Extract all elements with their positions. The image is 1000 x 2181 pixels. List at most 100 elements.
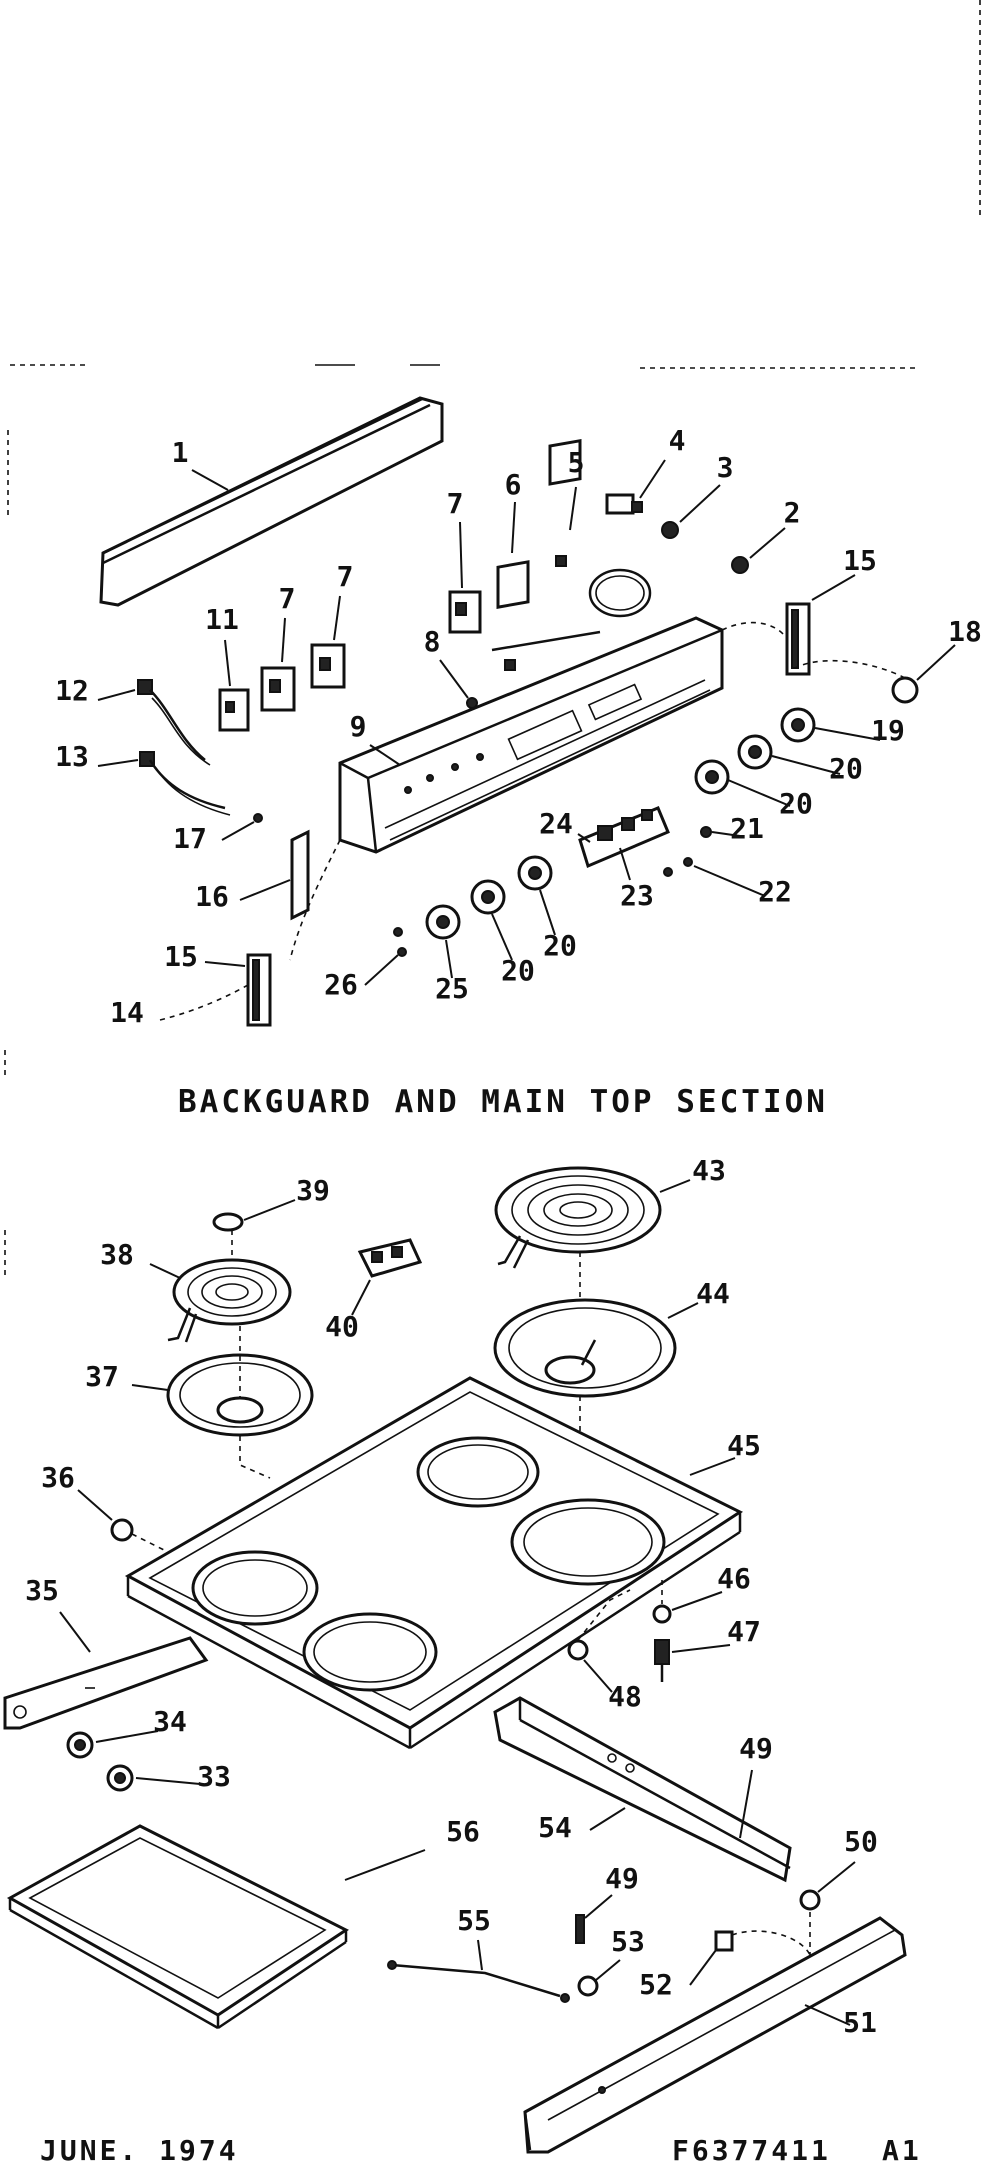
part-7-switch-a: [448, 521, 482, 634]
part-3-nut: [661, 484, 721, 539]
callout-c40: 40: [325, 1310, 359, 1343]
callout-c15a: 15: [843, 544, 877, 577]
part-39-cap: [212, 1199, 296, 1232]
callout-c33: 33: [197, 1760, 231, 1793]
part-13-wire: [97, 751, 231, 816]
part-48-nut: [567, 1589, 631, 1693]
part-52-clip: [689, 1930, 811, 1986]
part-16-side-bracket: [239, 829, 310, 921]
callout-c56: 56: [446, 1815, 480, 1848]
part-44-large-drip-pan: [493, 1298, 699, 1540]
part-7-switch-b: [310, 595, 346, 689]
callout-c47: 47: [727, 1615, 761, 1648]
callout-c2: 2: [784, 496, 801, 529]
part-18-clip: [794, 644, 956, 704]
callout-c7c: 7: [279, 582, 296, 615]
callout-c53: 53: [611, 1925, 645, 1958]
callout-c6: 6: [505, 468, 522, 501]
part-20-knob-b: [694, 759, 791, 807]
part-20-knob-c: [517, 855, 556, 936]
callout-c49a: 49: [739, 1732, 773, 1765]
part-36-screw: [77, 1489, 169, 1553]
part-53-nut: [577, 1959, 621, 1997]
part-56-cover: [6, 1824, 426, 2030]
part-45-main-top: [124, 1376, 744, 1750]
part-7-switch-c: [260, 617, 296, 712]
part-21-screw: [700, 826, 741, 838]
part-26-screw: [364, 927, 407, 986]
callout-c23: 23: [620, 879, 654, 912]
part-19-knob: [780, 707, 881, 743]
part-40-terminal-block: [351, 1238, 423, 1316]
callout-c54: 54: [538, 1811, 572, 1844]
part-49-screw-b: [575, 1894, 613, 1944]
part-51-front-trim: [523, 1916, 907, 2154]
callout-c50: 50: [844, 1825, 878, 1858]
callout-c21: 21: [730, 812, 764, 845]
part-6-switch: [496, 501, 530, 671]
callout-c34: 34: [153, 1705, 187, 1738]
callout-c55: 55: [457, 1904, 491, 1937]
callout-c26: 26: [324, 968, 358, 1001]
part-8-screw: [439, 659, 478, 709]
part-35-front-rail: [3, 1611, 209, 1730]
callout-c9: 9: [350, 710, 367, 743]
callout-c1: 1: [172, 436, 189, 469]
callout-c49b: 49: [605, 1862, 639, 1895]
callout-c48: 48: [608, 1680, 642, 1713]
callout-c39: 39: [296, 1174, 330, 1207]
callout-c19: 19: [871, 714, 905, 747]
part-23-clock: [578, 806, 670, 881]
callout-c43: 43: [692, 1154, 726, 1187]
part-15-end-cap-top: [785, 574, 856, 676]
callout-c3: 3: [717, 451, 734, 484]
part-20-knob-a: [737, 734, 841, 775]
callout-c14: 14: [110, 996, 144, 1029]
callout-c7a: 7: [447, 487, 464, 520]
part-50-screw: [799, 1861, 856, 1955]
part-1-trim-strip: [99, 396, 444, 607]
callout-c25: 25: [435, 972, 469, 1005]
part-24-bracket: [577, 833, 591, 843]
callout-c20b: 20: [779, 787, 813, 820]
callout-c20c: 20: [543, 929, 577, 962]
part-25-knob: [425, 904, 461, 979]
part-14-leader: [159, 984, 249, 1021]
callout-c7b: 7: [337, 560, 354, 593]
part-4-clip: [605, 459, 666, 515]
callout-c22: 22: [758, 875, 792, 908]
callout-c24: 24: [539, 807, 573, 840]
callout-c8: 8: [424, 625, 441, 658]
footer-part-code: F6377411: [672, 2134, 831, 2167]
part-55-wire: [387, 1939, 570, 2003]
part-34-nut: [66, 1730, 159, 1759]
part-49-screw-a: [739, 1769, 753, 1839]
callout-c38: 38: [100, 1238, 134, 1271]
section-title: BACKGUARD AND MAIN TOP SECTION: [178, 1084, 828, 1120]
callout-c44: 44: [696, 1277, 730, 1310]
callout-c51: 51: [843, 2006, 877, 2039]
part-12-wire: [97, 679, 211, 766]
callout-c37: 37: [85, 1360, 119, 1393]
callout-c11: 11: [205, 603, 239, 636]
part-43-large-element: [494, 1166, 691, 1310]
footer-revision: A1: [882, 2134, 922, 2167]
callout-c13: 13: [55, 740, 89, 773]
callout-c17: 17: [173, 822, 207, 855]
callout-c46: 46: [717, 1562, 751, 1595]
callout-c4: 4: [669, 424, 686, 457]
callout-c52: 52: [639, 1968, 673, 2001]
callout-c12: 12: [55, 674, 89, 707]
part-38-small-element: [149, 1230, 292, 1343]
callout-c20d: 20: [501, 954, 535, 987]
part-33-nut: [106, 1764, 201, 1792]
scan-border: [4, 0, 981, 1280]
part-37-small-drip-pan: [131, 1326, 314, 1479]
part-54-rear-bracket: [493, 1696, 792, 1883]
callout-c36: 36: [41, 1461, 75, 1494]
part-17-screw: [221, 813, 263, 841]
callout-c45: 45: [727, 1429, 761, 1462]
part-5-switch: [491, 438, 652, 652]
